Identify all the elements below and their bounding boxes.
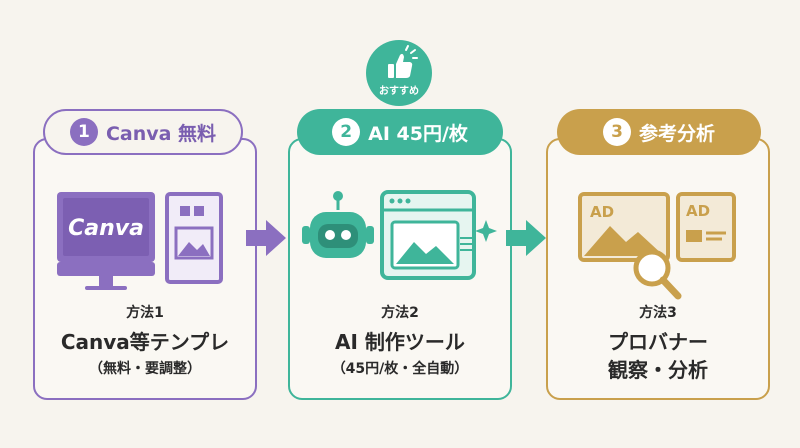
- step-3-pill-label: 参考分析: [638, 122, 715, 145]
- step-2-pill-label: AI 45円/枚: [368, 122, 468, 145]
- ai-robot-illustration: [302, 190, 497, 280]
- step-2-pill: 2 AI 45円/枚: [297, 109, 503, 155]
- arrow-right-icon: [506, 220, 546, 256]
- ad-label-1: AD: [590, 203, 614, 221]
- step-1-number: 1: [69, 118, 98, 146]
- canva-logo: Canva: [68, 216, 144, 241]
- ad-label-2: AD: [686, 202, 710, 220]
- ad-analysis-illustration: AD AD: [578, 192, 736, 300]
- step-2-number: 2: [332, 118, 361, 146]
- thumbs-up-icon: [388, 45, 418, 78]
- step-3-title-2: 観察・分析: [608, 358, 708, 382]
- step-2-sub: （45円/枚・全自動）: [331, 361, 469, 377]
- step-1-sub: （無料・要調整）: [89, 361, 201, 377]
- step-3-pill: 3 参考分析: [557, 109, 761, 155]
- step-1-pill: 1 Canva 無料: [43, 109, 243, 155]
- canva-monitor-illustration: Canva: [57, 192, 223, 290]
- step-3-number: 3: [602, 118, 631, 146]
- step-2-method: 方法2: [381, 305, 419, 321]
- step-1-card: Canva 方法1 Canva等テンプレ （無料・要調整）: [33, 138, 257, 400]
- step-2-title: AI 制作ツール: [335, 330, 465, 354]
- step-1-method: 方法1: [126, 305, 164, 321]
- step-3-title: プロバナー: [608, 330, 708, 354]
- step-1-pill-label: Canva 無料: [105, 122, 217, 145]
- step-2-card: 方法2 AI 制作ツール （45円/枚・全自動）: [288, 138, 512, 400]
- recommended-badge: おすすめ: [366, 40, 432, 106]
- arrow-right-icon: [246, 220, 286, 256]
- badge-label: おすすめ: [379, 86, 419, 97]
- step-3-method: 方法3: [639, 305, 677, 321]
- step-3-card: AD AD 方法3 プロバナー 観察・分析: [546, 138, 770, 400]
- step-1-title: Canva等テンプレ: [60, 330, 230, 354]
